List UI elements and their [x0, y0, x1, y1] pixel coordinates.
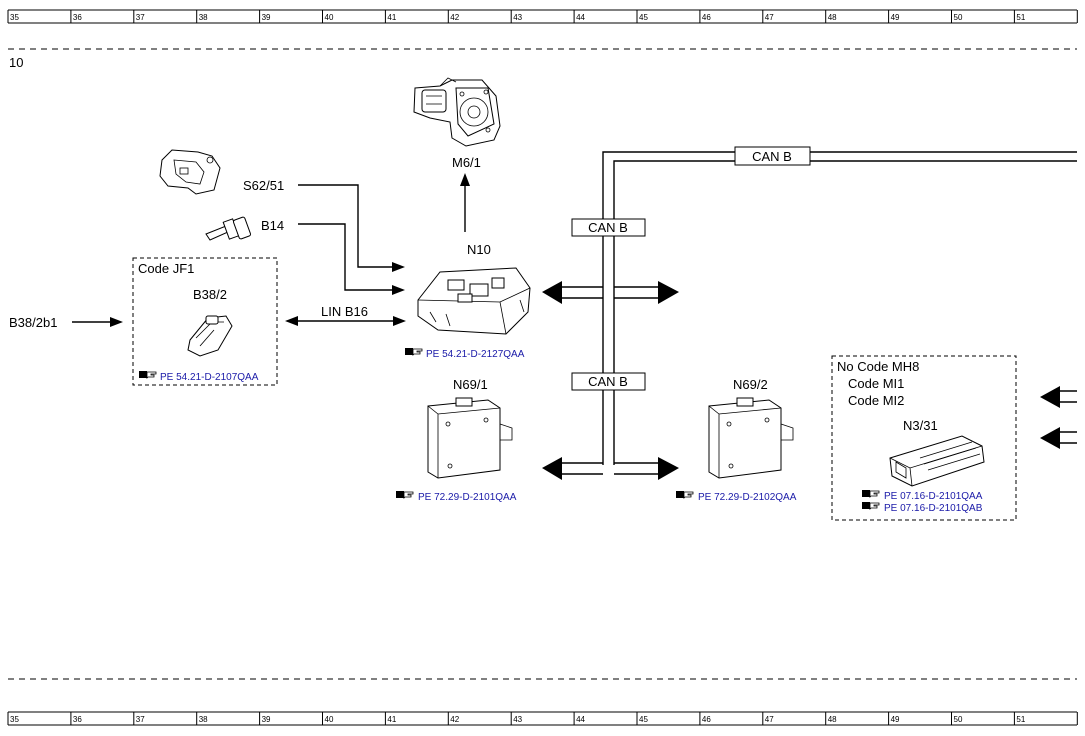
- grid-top-column-41: 41: [387, 13, 396, 22]
- can-b-label-mid: CAN B: [571, 218, 646, 237]
- grid-top-column-40: 40: [325, 13, 334, 22]
- grid-bottom-column-37: 37: [136, 715, 145, 724]
- grid-bottom-column-50: 50: [954, 715, 963, 724]
- s62-51-label: S62/51: [243, 178, 284, 193]
- s62-51-switch-drawing: [159, 149, 221, 195]
- pointing-hand-icon: [404, 347, 423, 356]
- code-mi2-label: Code MI2: [848, 393, 904, 408]
- grid-top-column-51: 51: [1016, 13, 1025, 22]
- can-bus-lines: [560, 151, 1077, 475]
- signal-wires: [72, 173, 470, 327]
- grid-bottom-column-41: 41: [387, 715, 396, 724]
- grid-bottom-column-39: 39: [262, 715, 271, 724]
- b38-2-ref[interactable]: PE 54.21-D-2107QAA: [138, 370, 259, 383]
- grid-bottom-column-36: 36: [73, 715, 82, 724]
- code-mh8-label: No Code MH8: [837, 359, 919, 374]
- grid-bottom-column-42: 42: [450, 715, 459, 724]
- n3-31-label: N3/31: [903, 418, 938, 433]
- grid-top-column-36: 36: [73, 13, 82, 22]
- svg-text:PE 54.21-D-2107QAA: PE 54.21-D-2107QAA: [160, 372, 259, 383]
- grid-strip-top: 35 36 37 38 39 40 41 42 43 44 45 46 47 48 49 50 51: [7, 9, 1078, 24]
- b14-label: B14: [261, 218, 284, 233]
- svg-text:PE 07.16-D-2101QAA: PE 07.16-D-2101QAA: [884, 491, 983, 502]
- svg-text:CAN B: CAN B: [588, 220, 628, 235]
- row-label: 10: [9, 55, 23, 70]
- can-b-label-top: CAN B: [734, 146, 811, 166]
- svg-text:PE 07.16-D-2101QAB: PE 07.16-D-2101QAB: [884, 503, 983, 514]
- m6-1-actuator-drawing: [413, 77, 501, 147]
- grid-top-column-48: 48: [828, 13, 837, 22]
- b38-2-sensor-drawing: [187, 315, 233, 357]
- b38-2b1-label: B38/2b1: [9, 315, 57, 330]
- b38-2-label: B38/2: [193, 287, 227, 302]
- grid-bottom-column-46: 46: [702, 715, 711, 724]
- grid-bottom-column-51: 51: [1016, 715, 1025, 724]
- bus-arrowheads: [542, 281, 1060, 480]
- code-jf1-box: [132, 257, 278, 386]
- grid-top-column-49: 49: [891, 13, 900, 22]
- grid-bottom-column-44: 44: [576, 715, 585, 724]
- pointing-hand-icon: [861, 489, 880, 498]
- pointing-hand-icon: [675, 490, 694, 499]
- grid-strip-bottom: 35 36 37 38 39 40 41 42 43 44 45 46 47 48 49 50 51: [7, 711, 1078, 726]
- n69-2-label: N69/2: [733, 377, 768, 392]
- code-mh8-box: [831, 355, 1017, 521]
- svg-text:PE 72.29-D-2102QAA: PE 72.29-D-2102QAA: [698, 492, 797, 503]
- svg-text:CAN B: CAN B: [752, 149, 792, 164]
- grid-bottom-column-49: 49: [891, 715, 900, 724]
- n3-31-ref-b[interactable]: PE 07.16-D-2101QAB: [861, 501, 983, 514]
- grid-top-column-44: 44: [576, 13, 585, 22]
- grid-bottom-column-43: 43: [513, 715, 522, 724]
- n10-ref[interactable]: PE 54.21-D-2127QAA: [404, 347, 525, 360]
- m6-1-label: M6/1: [452, 155, 481, 170]
- grid-top-column-47: 47: [765, 13, 774, 22]
- grid-top-column-35: 35: [10, 13, 19, 22]
- n3-31-ref-a[interactable]: PE 07.16-D-2101QAA: [861, 489, 983, 502]
- svg-text:PE 72.29-D-2101QAA: PE 72.29-D-2101QAA: [418, 492, 517, 503]
- grid-top-column-46: 46: [702, 13, 711, 22]
- svg-text:PE 54.21-D-2127QAA: PE 54.21-D-2127QAA: [426, 349, 525, 360]
- code-jf1-label: Code JF1: [138, 261, 194, 276]
- grid-bottom-column-38: 38: [199, 715, 208, 724]
- n10-label: N10: [467, 242, 491, 257]
- n69-2-ref[interactable]: PE 72.29-D-2102QAA: [675, 490, 797, 503]
- grid-top-column-45: 45: [639, 13, 648, 22]
- svg-text:CAN B: CAN B: [588, 374, 628, 389]
- code-mi1-label: Code MI1: [848, 376, 904, 391]
- n69-1-module-drawing: [427, 397, 513, 479]
- grid-top-column-37: 37: [136, 13, 145, 22]
- n69-1-ref[interactable]: PE 72.29-D-2101QAA: [395, 490, 517, 503]
- grid-top-column-42: 42: [450, 13, 459, 22]
- pointing-hand-icon: [395, 490, 414, 499]
- n69-1-label: N69/1: [453, 377, 488, 392]
- grid-top-column-39: 39: [262, 13, 271, 22]
- grid-top-column-43: 43: [513, 13, 522, 22]
- grid-bottom-column-35: 35: [10, 715, 19, 724]
- grid-bottom-column-40: 40: [325, 715, 334, 724]
- pointing-hand-icon: [861, 501, 880, 510]
- grid-bottom-column-45: 45: [639, 715, 648, 724]
- grid-bottom-column-47: 47: [765, 715, 774, 724]
- pointing-hand-icon: [138, 370, 157, 379]
- b14-sensor-drawing: [205, 216, 251, 241]
- grid-top-column-50: 50: [954, 13, 963, 22]
- can-b-label-low: CAN B: [571, 372, 646, 391]
- lin-b16-label: LIN B16: [321, 304, 368, 319]
- n69-2-module-drawing: [708, 397, 794, 479]
- n10-module-drawing: [417, 267, 531, 335]
- n3-31-ecu-drawing: [889, 435, 985, 487]
- grid-bottom-column-48: 48: [828, 715, 837, 724]
- grid-top-column-38: 38: [199, 13, 208, 22]
